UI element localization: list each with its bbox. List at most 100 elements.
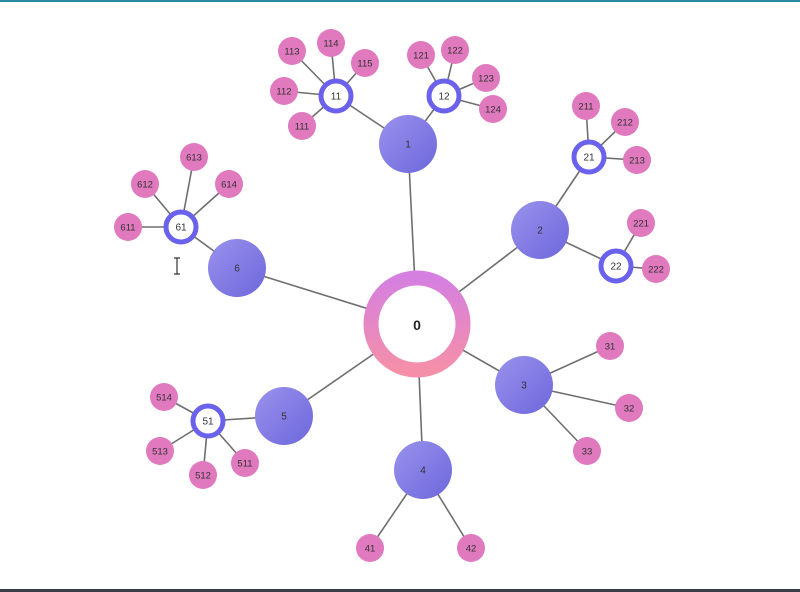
leaf-node-circle: [596, 332, 624, 360]
node-label-42: 42: [466, 544, 477, 555]
node-label-222: 222: [648, 265, 664, 276]
branch-node-circle: [255, 387, 313, 445]
node-22[interactable]: 22: [598, 248, 634, 284]
leaf-node-circle: [572, 92, 600, 120]
leaf-node-circle: [472, 64, 500, 92]
node-124[interactable]: 124: [479, 95, 507, 123]
node-label-6: 6: [234, 264, 240, 275]
node-label-121: 121: [413, 51, 429, 62]
node-1[interactable]: 1: [379, 115, 437, 173]
node-212[interactable]: 212: [611, 108, 639, 136]
node-label-11: 11: [331, 92, 342, 103]
node-32[interactable]: 32: [615, 394, 643, 422]
node-614[interactable]: 614: [215, 170, 243, 198]
ring-node-circle: [190, 403, 226, 439]
node-label-1: 1: [405, 140, 411, 151]
leaf-node-circle: [150, 383, 178, 411]
node-611[interactable]: 611: [114, 213, 142, 241]
node-512[interactable]: 512: [189, 461, 217, 489]
leaf-node-circle: [623, 146, 651, 174]
branch-node-circle: [379, 115, 437, 173]
bottom-border: [0, 589, 800, 592]
node-61[interactable]: 61: [163, 209, 199, 245]
leaf-node-circle: [180, 143, 208, 171]
leaf-node-circle: [573, 437, 601, 465]
leaf-node-circle: [146, 437, 174, 465]
node-211[interactable]: 211: [572, 92, 600, 120]
leaf-node-circle: [479, 95, 507, 123]
node-51[interactable]: 51: [190, 403, 226, 439]
node-label-5: 5: [281, 412, 287, 423]
node-114[interactable]: 114: [317, 29, 345, 57]
node-label-221: 221: [633, 219, 649, 230]
node-221[interactable]: 221: [627, 209, 655, 237]
node-33[interactable]: 33: [573, 437, 601, 465]
node-111[interactable]: 111: [288, 112, 316, 140]
leaf-node-circle: [270, 77, 298, 105]
node-6[interactable]: 6: [208, 239, 266, 297]
node-label-512: 512: [195, 471, 211, 482]
text-cursor-icon: [174, 257, 180, 275]
node-511[interactable]: 511: [231, 449, 259, 477]
node-label-32: 32: [624, 404, 635, 415]
leaf-node-circle: [642, 255, 670, 283]
node-label-33: 33: [582, 447, 593, 458]
leaf-node-circle: [189, 461, 217, 489]
top-border: [0, 0, 800, 2]
node-label-4: 4: [420, 466, 426, 477]
node-613[interactable]: 613: [180, 143, 208, 171]
node-513[interactable]: 513: [146, 437, 174, 465]
node-5[interactable]: 5: [255, 387, 313, 445]
node-222[interactable]: 222: [642, 255, 670, 283]
node-31[interactable]: 31: [596, 332, 624, 360]
node-label-614: 614: [221, 180, 237, 191]
node-41[interactable]: 41: [356, 534, 384, 562]
node-42[interactable]: 42: [457, 534, 485, 562]
node-label-51: 51: [202, 417, 214, 428]
leaf-node-circle: [278, 37, 306, 65]
node-122[interactable]: 122: [441, 36, 469, 64]
leaf-node-circle: [351, 49, 379, 77]
node-label-123: 123: [478, 74, 494, 85]
node-label-111: 111: [295, 122, 309, 133]
node-label-2: 2: [537, 226, 543, 237]
node-115[interactable]: 115: [351, 49, 379, 77]
node-112[interactable]: 112: [270, 77, 298, 105]
node-0[interactable]: 0: [363, 270, 471, 378]
ring-node-circle: [163, 209, 199, 245]
node-label-122: 122: [447, 46, 463, 57]
node-label-113: 113: [284, 47, 299, 58]
node-label-613: 613: [186, 153, 202, 164]
node-121[interactable]: 121: [407, 41, 435, 69]
node-label-612: 612: [137, 180, 153, 191]
leaf-node-circle: [441, 36, 469, 64]
node-label-513: 513: [152, 447, 168, 458]
node-label-115: 115: [357, 59, 372, 70]
node-113[interactable]: 113: [278, 37, 306, 65]
node-label-112: 112: [276, 87, 291, 98]
node-label-21: 21: [583, 153, 595, 164]
node-612[interactable]: 612: [131, 170, 159, 198]
node-2[interactable]: 2: [511, 201, 569, 259]
node-label-22: 22: [610, 262, 622, 273]
node-514[interactable]: 514: [150, 383, 178, 411]
ring-node-circle: [426, 78, 462, 114]
node-213[interactable]: 213: [623, 146, 651, 174]
leaf-node-circle: [356, 534, 384, 562]
leaf-node-circle: [457, 534, 485, 562]
node-4[interactable]: 4: [394, 441, 452, 499]
node-12[interactable]: 12: [426, 78, 462, 114]
node-label-211: 211: [578, 102, 593, 113]
node-11[interactable]: 11: [318, 78, 354, 114]
leaf-node-circle: [627, 209, 655, 237]
node-label-213: 213: [629, 156, 645, 167]
leaf-node-circle: [114, 213, 142, 241]
node-3[interactable]: 3: [495, 356, 553, 414]
node-label-514: 514: [156, 393, 172, 404]
node-21[interactable]: 21: [571, 139, 607, 175]
leaf-node-circle: [615, 394, 643, 422]
node-123[interactable]: 123: [472, 64, 500, 92]
root-node-circle: [363, 270, 471, 378]
